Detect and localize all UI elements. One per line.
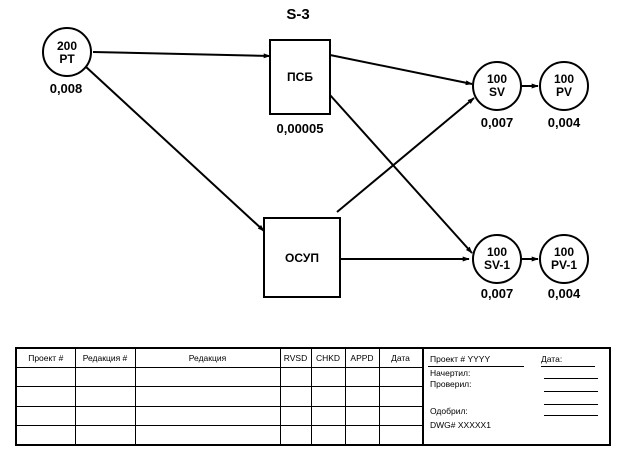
- node-pv1-tag: PV-1: [551, 258, 577, 272]
- table-cell: [17, 405, 76, 426]
- node-pv1: 100 PV-1 0,004: [539, 234, 589, 301]
- table-cell: [134, 386, 281, 407]
- table-cell: [74, 366, 136, 388]
- table-cell: [279, 386, 312, 407]
- col-header-revision-number: Редакция #: [74, 349, 136, 368]
- col-header-rvsd: RVSD: [279, 349, 312, 368]
- node-sv1: 100 SV-1 0,007: [472, 234, 522, 301]
- node-osup-box: [263, 217, 341, 298]
- connectors: [84, 51, 539, 262]
- node-osup: ОСУП: [263, 217, 341, 298]
- signoff-panel: Проект # YYYY Дата: Начертил: Проверил: …: [422, 349, 611, 444]
- table-cell: [378, 386, 423, 407]
- col-header-date: Дата: [378, 349, 423, 368]
- revision-table-header: Проект # Редакция # Редакция RVSD CHKD A…: [17, 349, 423, 368]
- approved-label: Одобрил:: [430, 406, 468, 416]
- node-pt200: 200 PT 0,008: [42, 27, 92, 96]
- date-line-3: [544, 404, 598, 405]
- diagram-title: S-3: [286, 6, 309, 23]
- node-sv100-tag: SV: [489, 85, 505, 99]
- node-psb-label: ПСБ: [287, 70, 313, 84]
- table-cell: [378, 405, 423, 426]
- node-pv1-value: 0,004: [548, 286, 581, 301]
- drawn-label: Начертил:: [430, 368, 471, 378]
- node-pt200-tag: PT: [59, 52, 75, 66]
- table-cell: [134, 366, 281, 388]
- revision-table: Проект # Редакция # Редакция RVSD CHKD A…: [17, 349, 423, 444]
- project-label: Проект # YYYY: [430, 354, 491, 364]
- title-block: Проект # Редакция # Редакция RVSD CHKD A…: [15, 347, 611, 446]
- table-cell: [344, 424, 380, 444]
- node-sv100-circle: [472, 61, 522, 111]
- table-cell: [74, 386, 136, 407]
- table-cell: [279, 424, 312, 444]
- checked-label: Проверил:: [430, 379, 472, 389]
- node-pv100-number: 100: [554, 72, 574, 86]
- date-underline: [541, 366, 595, 367]
- node-pv1-number: 100: [554, 245, 574, 259]
- node-pt200-number: 200: [57, 39, 77, 53]
- node-sv1-number: 100: [487, 245, 507, 259]
- table-cell: [74, 405, 136, 426]
- project-underline: [428, 366, 524, 367]
- col-header-chkd: CHKD: [310, 349, 346, 368]
- node-psb-box: [269, 39, 331, 115]
- table-cell: [344, 405, 380, 426]
- node-sv1-tag: SV-1: [484, 258, 510, 272]
- date-line-2: [544, 391, 598, 392]
- table-row: [17, 386, 423, 407]
- date-label: Дата:: [541, 354, 563, 364]
- node-psb: ПСБ 0,00005: [269, 39, 331, 136]
- edge-pt200-psb: [92, 51, 271, 59]
- node-osup-label: ОСУП: [285, 251, 319, 265]
- node-pv100-value: 0,004: [548, 115, 581, 130]
- table-cell: [134, 405, 281, 426]
- edge-osup-sv100: [336, 97, 475, 213]
- col-header-revision: Редакция: [134, 349, 281, 368]
- table-cell: [344, 366, 380, 388]
- node-pv100: 100 PV 0,004: [539, 61, 589, 130]
- edge-psb-sv100: [329, 54, 473, 86]
- table-cell: [344, 386, 380, 407]
- table-cell: [279, 366, 312, 388]
- table-cell: [17, 386, 76, 407]
- table-cell: [378, 424, 423, 444]
- table-row: [17, 424, 423, 444]
- table-cell: [310, 405, 346, 426]
- node-pv1-circle: [539, 234, 589, 284]
- node-sv1-value: 0,007: [481, 286, 514, 301]
- table-cell: [134, 424, 281, 444]
- table-cell: [17, 424, 76, 444]
- edge-psb-sv1: [329, 94, 473, 254]
- flow-diagram: S-3 200 PT 0,008 ПСБ 0,00005 ОСУП 100 SV…: [42, 6, 589, 301]
- table-row: [17, 366, 423, 388]
- node-sv100-value: 0,007: [481, 115, 514, 130]
- col-header-appd: APPD: [344, 349, 380, 368]
- node-sv100: 100 SV 0,007: [472, 61, 522, 130]
- table-cell: [310, 366, 346, 388]
- table-cell: [74, 424, 136, 444]
- node-psb-value: 0,00005: [277, 121, 324, 136]
- col-header-project: Проект #: [17, 349, 76, 368]
- table-cell: [378, 366, 423, 388]
- node-pv100-circle: [539, 61, 589, 111]
- node-pt200-value: 0,008: [50, 81, 83, 96]
- table-cell: [310, 386, 346, 407]
- table-cell: [279, 405, 312, 426]
- dwg-label: DWG# XXXXX1: [430, 420, 491, 430]
- table-cell: [17, 366, 76, 388]
- node-sv1-circle: [472, 234, 522, 284]
- date-line-1: [544, 378, 598, 379]
- edge-pt200-osup: [84, 65, 265, 232]
- table-row: [17, 405, 423, 426]
- node-pv100-tag: PV: [556, 85, 572, 99]
- date-line-4: [544, 415, 598, 416]
- node-sv100-number: 100: [487, 72, 507, 86]
- table-cell: [310, 424, 346, 444]
- node-pt200-circle: [42, 27, 92, 77]
